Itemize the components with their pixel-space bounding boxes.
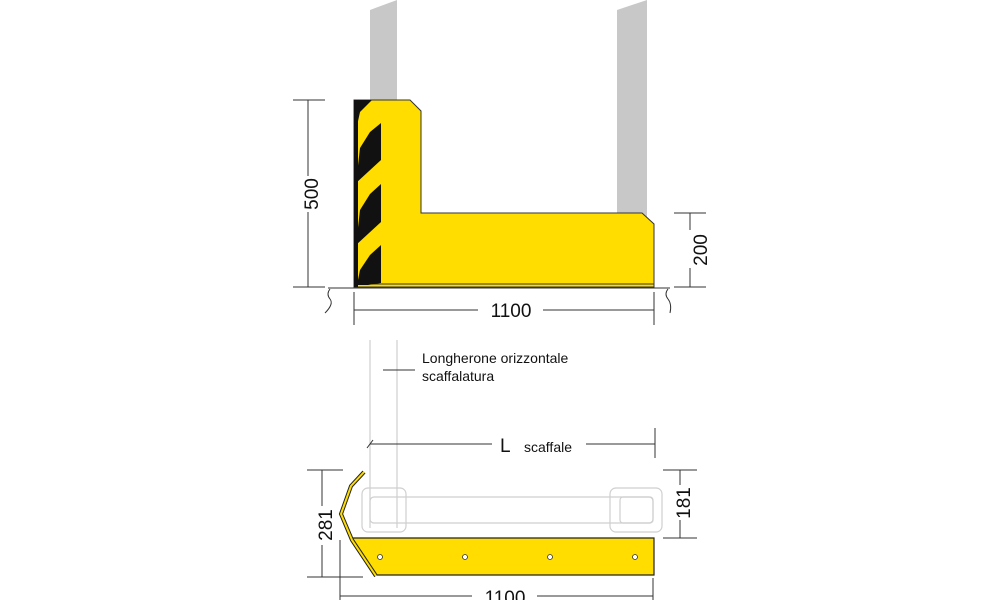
depth-label: 281: [316, 509, 337, 541]
hole: [462, 554, 468, 560]
dimension-1100-plan: 1100: [339, 540, 654, 600]
width-label-plan: 1100: [485, 588, 526, 600]
height-label: 500: [302, 178, 323, 210]
low-height-label: 200: [691, 234, 712, 266]
front-view: 500 200 1100: [293, 0, 712, 325]
dimension-281: 281: [307, 469, 363, 578]
hazard-stripes: [354, 100, 381, 287]
dimension-shelf-length: L scaffale: [366, 428, 656, 458]
dimension-500: 500: [293, 99, 325, 288]
shelf-label: scaffale: [524, 439, 572, 455]
mounting-holes: [377, 554, 638, 560]
dimension-181: 181: [663, 469, 697, 539]
beam-label-line1: Longherone orizzontale: [422, 350, 569, 366]
l-shaped-guard: [353, 99, 655, 288]
break-mark-left: [324, 288, 332, 314]
shelf-L-label: L: [500, 436, 511, 457]
width-label-front: 1100: [491, 301, 532, 322]
guard-plan: [348, 537, 655, 576]
break-mark-right: [665, 288, 672, 314]
hole: [547, 554, 553, 560]
hole: [377, 554, 383, 560]
beam-label-line2: scaffalatura: [422, 368, 494, 384]
rack-outline: [361, 340, 663, 533]
plan-view: Longherone orizzontale scaffalatura L sc…: [307, 340, 697, 600]
dimension-1100-front: 1100: [353, 292, 655, 325]
offset-label: 181: [674, 487, 695, 519]
hole: [632, 554, 638, 560]
dimension-200: 200: [674, 212, 712, 288]
